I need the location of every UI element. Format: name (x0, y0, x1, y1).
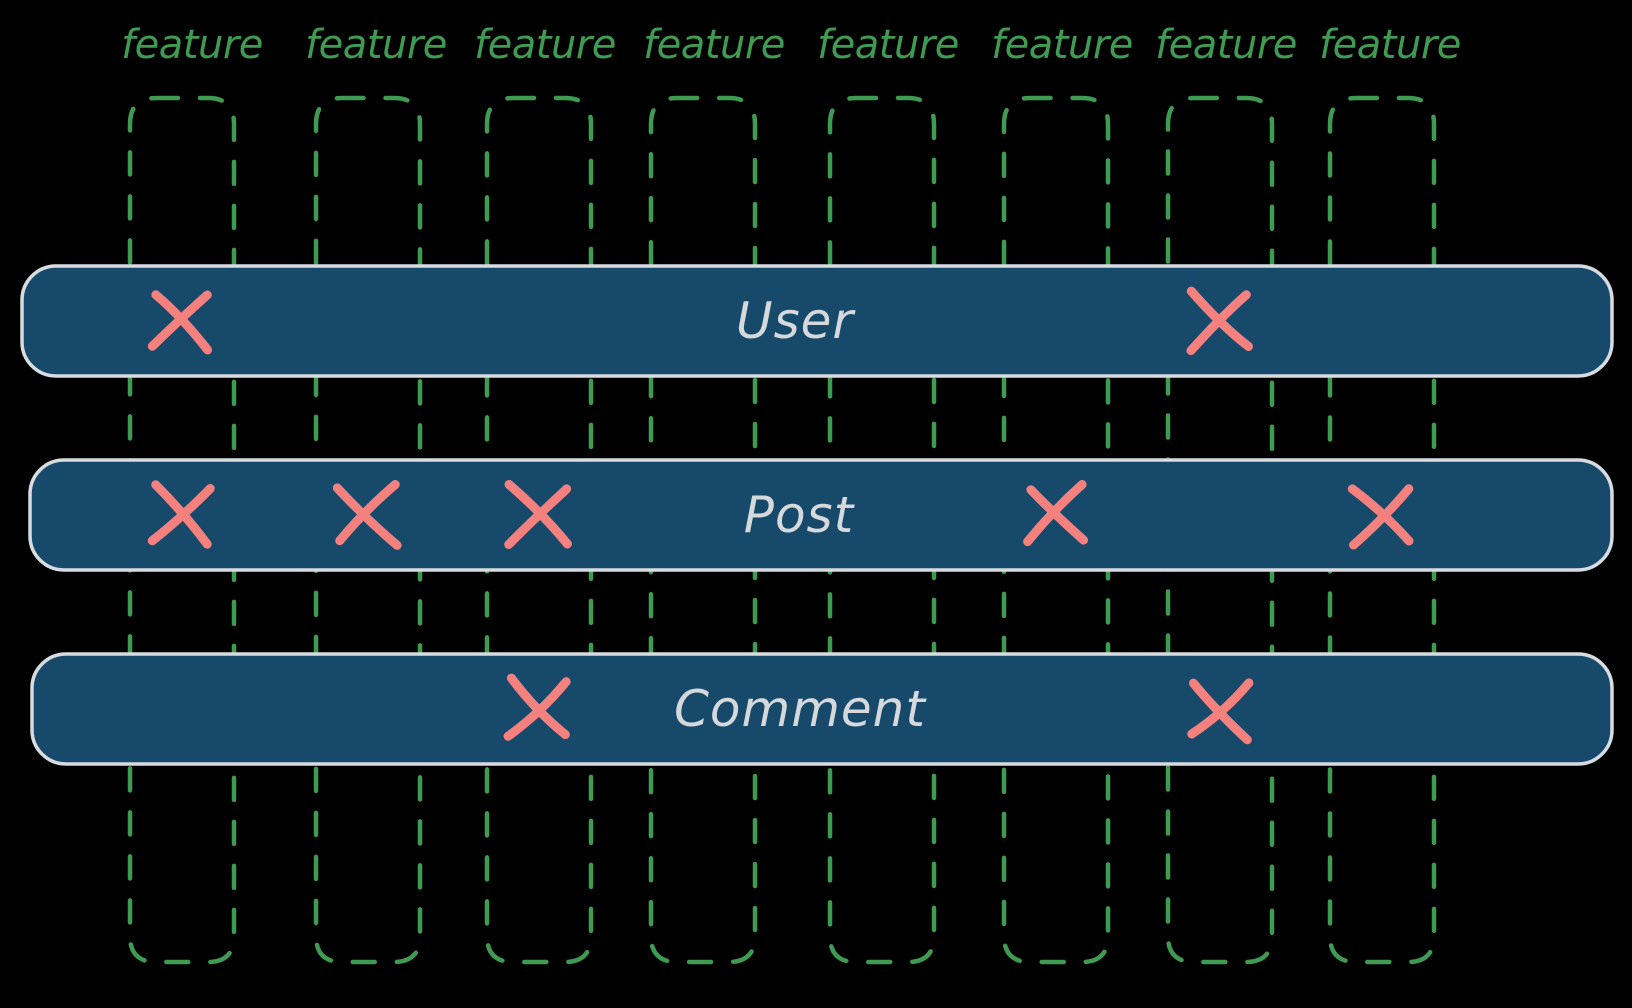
cross-icon-comment-col3 (503, 673, 571, 741)
feature-label-5: feature (817, 22, 959, 68)
feature-label-1: feature (121, 22, 263, 68)
feature-label-group: feature feature feature feature feature featu… (121, 22, 1461, 68)
feature-column-box-2 (313, 95, 423, 965)
cross-icon-post-col3 (504, 479, 572, 549)
cross-icon-post-col8 (1347, 484, 1414, 550)
cross-icon-post-col6 (1023, 480, 1089, 547)
feature-label-7: feature (1155, 22, 1297, 68)
entity-row-post[interactable] (28, 458, 1614, 572)
cross-icon-user-col1 (147, 290, 213, 355)
cross-icon-post-col1 (147, 480, 215, 549)
cross-mark-group (147, 286, 1414, 745)
feature-label-8: feature (1319, 22, 1461, 68)
entity-row-comment[interactable] (30, 652, 1614, 766)
entity-label-user: User (736, 292, 856, 350)
entity-label-post: Post (744, 486, 856, 544)
feature-label-4: feature (643, 22, 785, 68)
cross-icon-comment-col7 (1187, 678, 1254, 745)
feature-column-group (127, 95, 1437, 965)
feature-column-box-5 (827, 95, 937, 965)
cross-icon-post-col2 (332, 480, 402, 550)
feature-column-box-4 (648, 95, 758, 965)
feature-label-2: feature (305, 22, 447, 68)
feature-column-box-8 (1327, 95, 1437, 965)
feature-label-3: feature (474, 22, 616, 68)
feature-column-box-7 (1165, 95, 1275, 965)
feature-column-box-3 (484, 95, 594, 965)
entity-row-user[interactable] (20, 264, 1614, 378)
feature-label-6: feature (991, 22, 1133, 68)
cross-icon-user-col7 (1186, 286, 1253, 356)
entity-label-comment: Comment (674, 680, 927, 738)
feature-column-box-1 (127, 95, 237, 965)
feature-column-box-6 (1001, 95, 1111, 965)
